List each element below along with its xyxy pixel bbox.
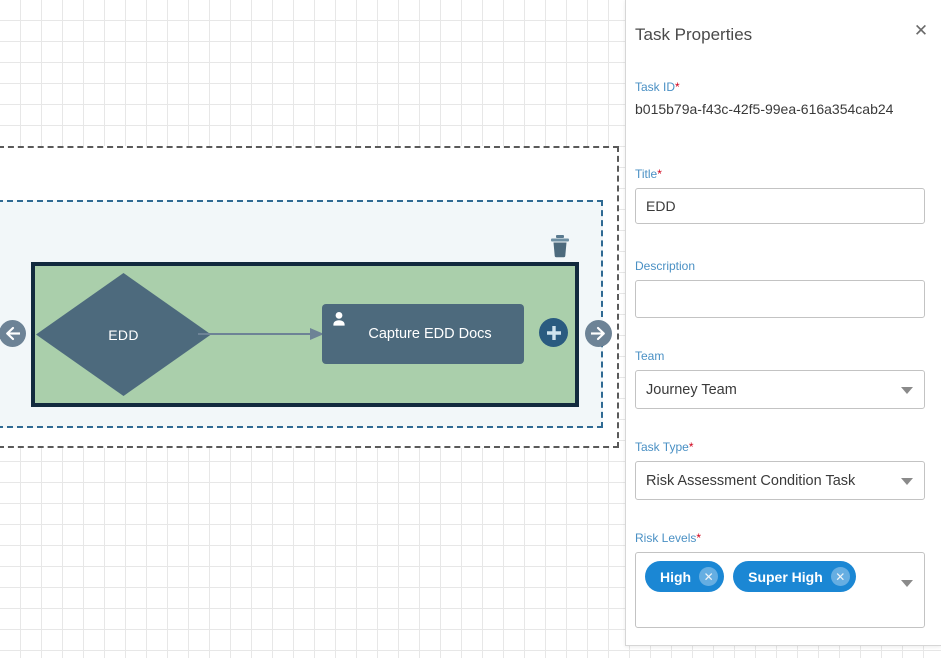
title-input[interactable] [635, 188, 925, 224]
required-marker: * [657, 167, 662, 181]
chevron-down-icon [901, 477, 913, 485]
arrow-right-icon [591, 326, 605, 341]
task-type-select[interactable]: Risk Assessment Condition Task [635, 461, 925, 500]
task-type-selected-value: Risk Assessment Condition Task [646, 472, 856, 489]
task-id-label: Task ID* [635, 80, 680, 94]
field-team: Team Journey Team [635, 349, 925, 409]
scroll-right-button[interactable] [585, 320, 612, 347]
task-id-value: b015b79a-f43c-42f5-99ea-616a354cab24 [635, 101, 894, 117]
chevron-down-icon [901, 580, 913, 587]
add-step-button[interactable] [539, 318, 568, 347]
task-properties-panel: Task Properties ✕ Task ID* b015b79a-f43c… [625, 0, 941, 646]
description-label: Description [635, 259, 696, 273]
team-label: Team [635, 349, 665, 363]
arrow-left-icon [6, 326, 20, 341]
chip-label: High [660, 568, 692, 585]
description-input[interactable] [635, 280, 925, 318]
title-label: Title* [635, 167, 662, 181]
risk-level-chip[interactable]: High ✕ [645, 561, 725, 592]
risk-levels-label: Risk Levels* [635, 531, 702, 545]
chip-remove-icon[interactable]: ✕ [699, 567, 719, 586]
risk-levels-multiselect[interactable]: High ✕ Super High ✕ [635, 552, 925, 628]
chip-label: Super High [748, 568, 823, 585]
field-task-type: Task Type* Risk Assessment Condition Tas… [635, 440, 925, 500]
task-type-label: Task Type* [635, 440, 694, 454]
team-selected-value: Journey Team [646, 381, 737, 398]
condition-node[interactable]: EDD [36, 273, 211, 396]
close-icon[interactable]: ✕ [913, 20, 929, 40]
person-icon [333, 312, 345, 326]
trash-icon[interactable] [549, 234, 571, 258]
scroll-left-button[interactable] [0, 320, 26, 347]
chevron-down-icon [901, 386, 913, 394]
flow-connector [198, 328, 324, 340]
field-description: Description [635, 259, 925, 318]
chip-remove-icon[interactable]: ✕ [830, 567, 850, 586]
risk-level-chip[interactable]: Super High ✕ [733, 561, 856, 592]
required-marker: * [688, 440, 694, 454]
risk-levels-chip-list: High ✕ Super High ✕ [645, 561, 894, 592]
required-marker: * [696, 531, 702, 545]
task-node-label: Capture EDD Docs [368, 326, 492, 342]
task-node[interactable]: Capture EDD Docs [322, 304, 524, 364]
diamond-decision-icon [36, 273, 211, 396]
plus-icon [546, 325, 561, 340]
field-title: Title* [635, 167, 925, 224]
panel-title: Task Properties [635, 25, 753, 44]
field-task-id: Task ID* b015b79a-f43c-42f5-99ea-616a354… [635, 80, 925, 117]
required-marker: * [675, 80, 680, 94]
team-select[interactable]: Journey Team [635, 370, 925, 409]
field-risk-levels: Risk Levels* High ✕ Super High ✕ [635, 531, 925, 628]
